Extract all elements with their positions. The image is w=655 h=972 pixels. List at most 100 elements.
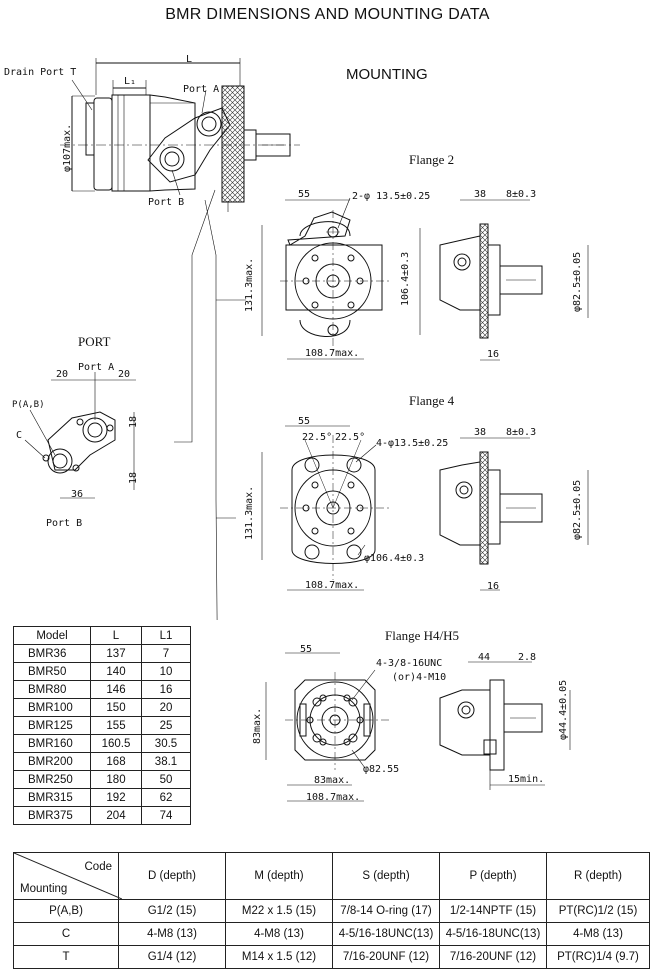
model-cell: BMR200 [13, 752, 91, 771]
mounting-cell: P(A,B) [13, 899, 119, 923]
model-cell: BMR36 [13, 644, 91, 663]
code-cell: 1/2-14NPTF (15) [439, 899, 547, 923]
code-cell: PT(RC)1/4 (9.7) [546, 945, 650, 969]
flange-4-label: Flange 4 [409, 393, 455, 408]
f4-height: 131.3max. [244, 486, 255, 540]
code-cell: 4-M8 (13) [225, 922, 333, 946]
code-cell: G1/2 (15) [118, 899, 226, 923]
mounting-heading: MOUNTING [346, 66, 428, 83]
f4-dim-16: 16 [487, 581, 499, 592]
flange-h-label: Flange H4/H5 [385, 628, 460, 643]
code-cell: 7/16-20UNF (12) [439, 945, 547, 969]
table-corner: Code Mounting [13, 852, 122, 900]
model-cell: BMR375 [13, 806, 91, 825]
l1-cell: 20 [141, 698, 191, 717]
table-row: C 4-M8 (13) 4-M8 (13) 4-5/16-18UNC(13) 4… [13, 922, 650, 946]
model-cell: BMR160 [13, 734, 91, 753]
l-header: L [90, 626, 142, 645]
flange-4-side-view [439, 437, 589, 591]
dim-l-label: L [186, 54, 192, 65]
f2-width: 108.7max. [305, 348, 359, 359]
l-cell: 168 [90, 752, 142, 771]
fh-width: 108.7max. [306, 792, 360, 803]
fh-pcd: φ82.55 [363, 764, 399, 775]
f4-width: 108.7max. [305, 580, 359, 591]
f4-angle-2: 22.5° [335, 432, 365, 443]
l1-cell: 74 [141, 806, 191, 825]
model-cell: BMR50 [13, 662, 91, 681]
technical-drawing: Drain Port T L L₁ Port A Port B φ107max.… [4, 54, 589, 620]
fh-pilot: φ44.4±0.05 [558, 680, 569, 740]
fh-dim-28: 2.8 [518, 652, 536, 663]
mounting-cell: T [13, 945, 119, 969]
model-cell: BMR100 [13, 698, 91, 717]
flange-2-front-view [261, 197, 421, 360]
port-heading: PORT [78, 334, 111, 349]
p-ab-label: P(A,B) [12, 400, 45, 410]
flange-2-label: Flange 2 [409, 152, 455, 167]
f4-angle-1: 22.5° [302, 432, 332, 443]
code-cell: 4-5/16-18UNC(13) [439, 922, 547, 946]
table-row: P(A,B) G1/2 (15) M22 x 1.5 (15) 7/8-14 O… [13, 899, 650, 923]
l1-cell: 25 [141, 716, 191, 735]
f4-pilot: φ82.5±0.05 [572, 480, 583, 540]
l-cell: 150 [90, 698, 142, 717]
col-r-header: R (depth) [546, 852, 650, 900]
port-view-b-label: Port B [46, 518, 82, 529]
code-cell: 4-5/16-18UNC(13) [332, 922, 440, 946]
model-cell: BMR80 [13, 680, 91, 699]
f2-pilot: φ82.5±0.05 [572, 252, 583, 312]
f4-holes: 4-φ13.5±0.25 [376, 438, 448, 449]
l1-cell: 62 [141, 788, 191, 807]
mounting-cell: C [13, 922, 119, 946]
dim-18a: 18 [128, 416, 139, 428]
fh-w83: 83max. [314, 775, 350, 786]
dim-18b: 18 [128, 472, 139, 484]
l-cell: 146 [90, 680, 142, 699]
dim-20b: 20 [118, 369, 130, 380]
motor-side-view [60, 58, 300, 212]
l-cell: 137 [90, 644, 142, 663]
l1-header: L1 [141, 626, 191, 645]
f2-pcd: 106.4±0.3 [400, 252, 411, 306]
l1-cell: 50 [141, 770, 191, 789]
dia-107-label: φ107max. [62, 124, 73, 172]
port-b-label: Port B [148, 197, 184, 208]
l-cell: 204 [90, 806, 142, 825]
dim-20a: 20 [56, 369, 68, 380]
f4-pcd: φ106.4±0.3 [364, 553, 424, 564]
l1-cell: 16 [141, 680, 191, 699]
fh-thread-2: (or)4-M10 [392, 672, 446, 683]
model-cell: BMR315 [13, 788, 91, 807]
fh-thread-1: 4-3/8-16UNC [376, 658, 442, 669]
port-code-table: Code Mounting D (depth) M (depth) S (dep… [13, 852, 650, 969]
f2-dim-16: 16 [487, 349, 499, 360]
code-cell: PT(RC)1/2 (15) [546, 899, 650, 923]
code-cell: G1/4 (12) [118, 945, 226, 969]
f2-dim-8: 8±0.3 [506, 189, 536, 200]
c-label: C [16, 430, 22, 441]
f4-dim-8: 8±0.3 [506, 427, 536, 438]
fh-height: 83max. [252, 708, 263, 744]
port-detail-view [24, 372, 136, 499]
port-a-label: Port A [183, 84, 219, 95]
col-p-header: P (depth) [439, 852, 547, 900]
code-cell: M14 x 1.5 (12) [225, 945, 333, 969]
l1-cell: 38.1 [141, 752, 191, 771]
dim-l1-label: L₁ [124, 76, 136, 87]
col-s-header: S (depth) [332, 852, 440, 900]
fh-dim-44: 44 [478, 652, 490, 663]
f4-dim-38: 38 [474, 427, 486, 438]
f2-holes: 2-φ 13.5±0.25 [352, 191, 430, 202]
drain-port-label: Drain Port T [4, 67, 76, 78]
code-cell: M22 x 1.5 (15) [225, 899, 333, 923]
l-cell: 155 [90, 716, 142, 735]
